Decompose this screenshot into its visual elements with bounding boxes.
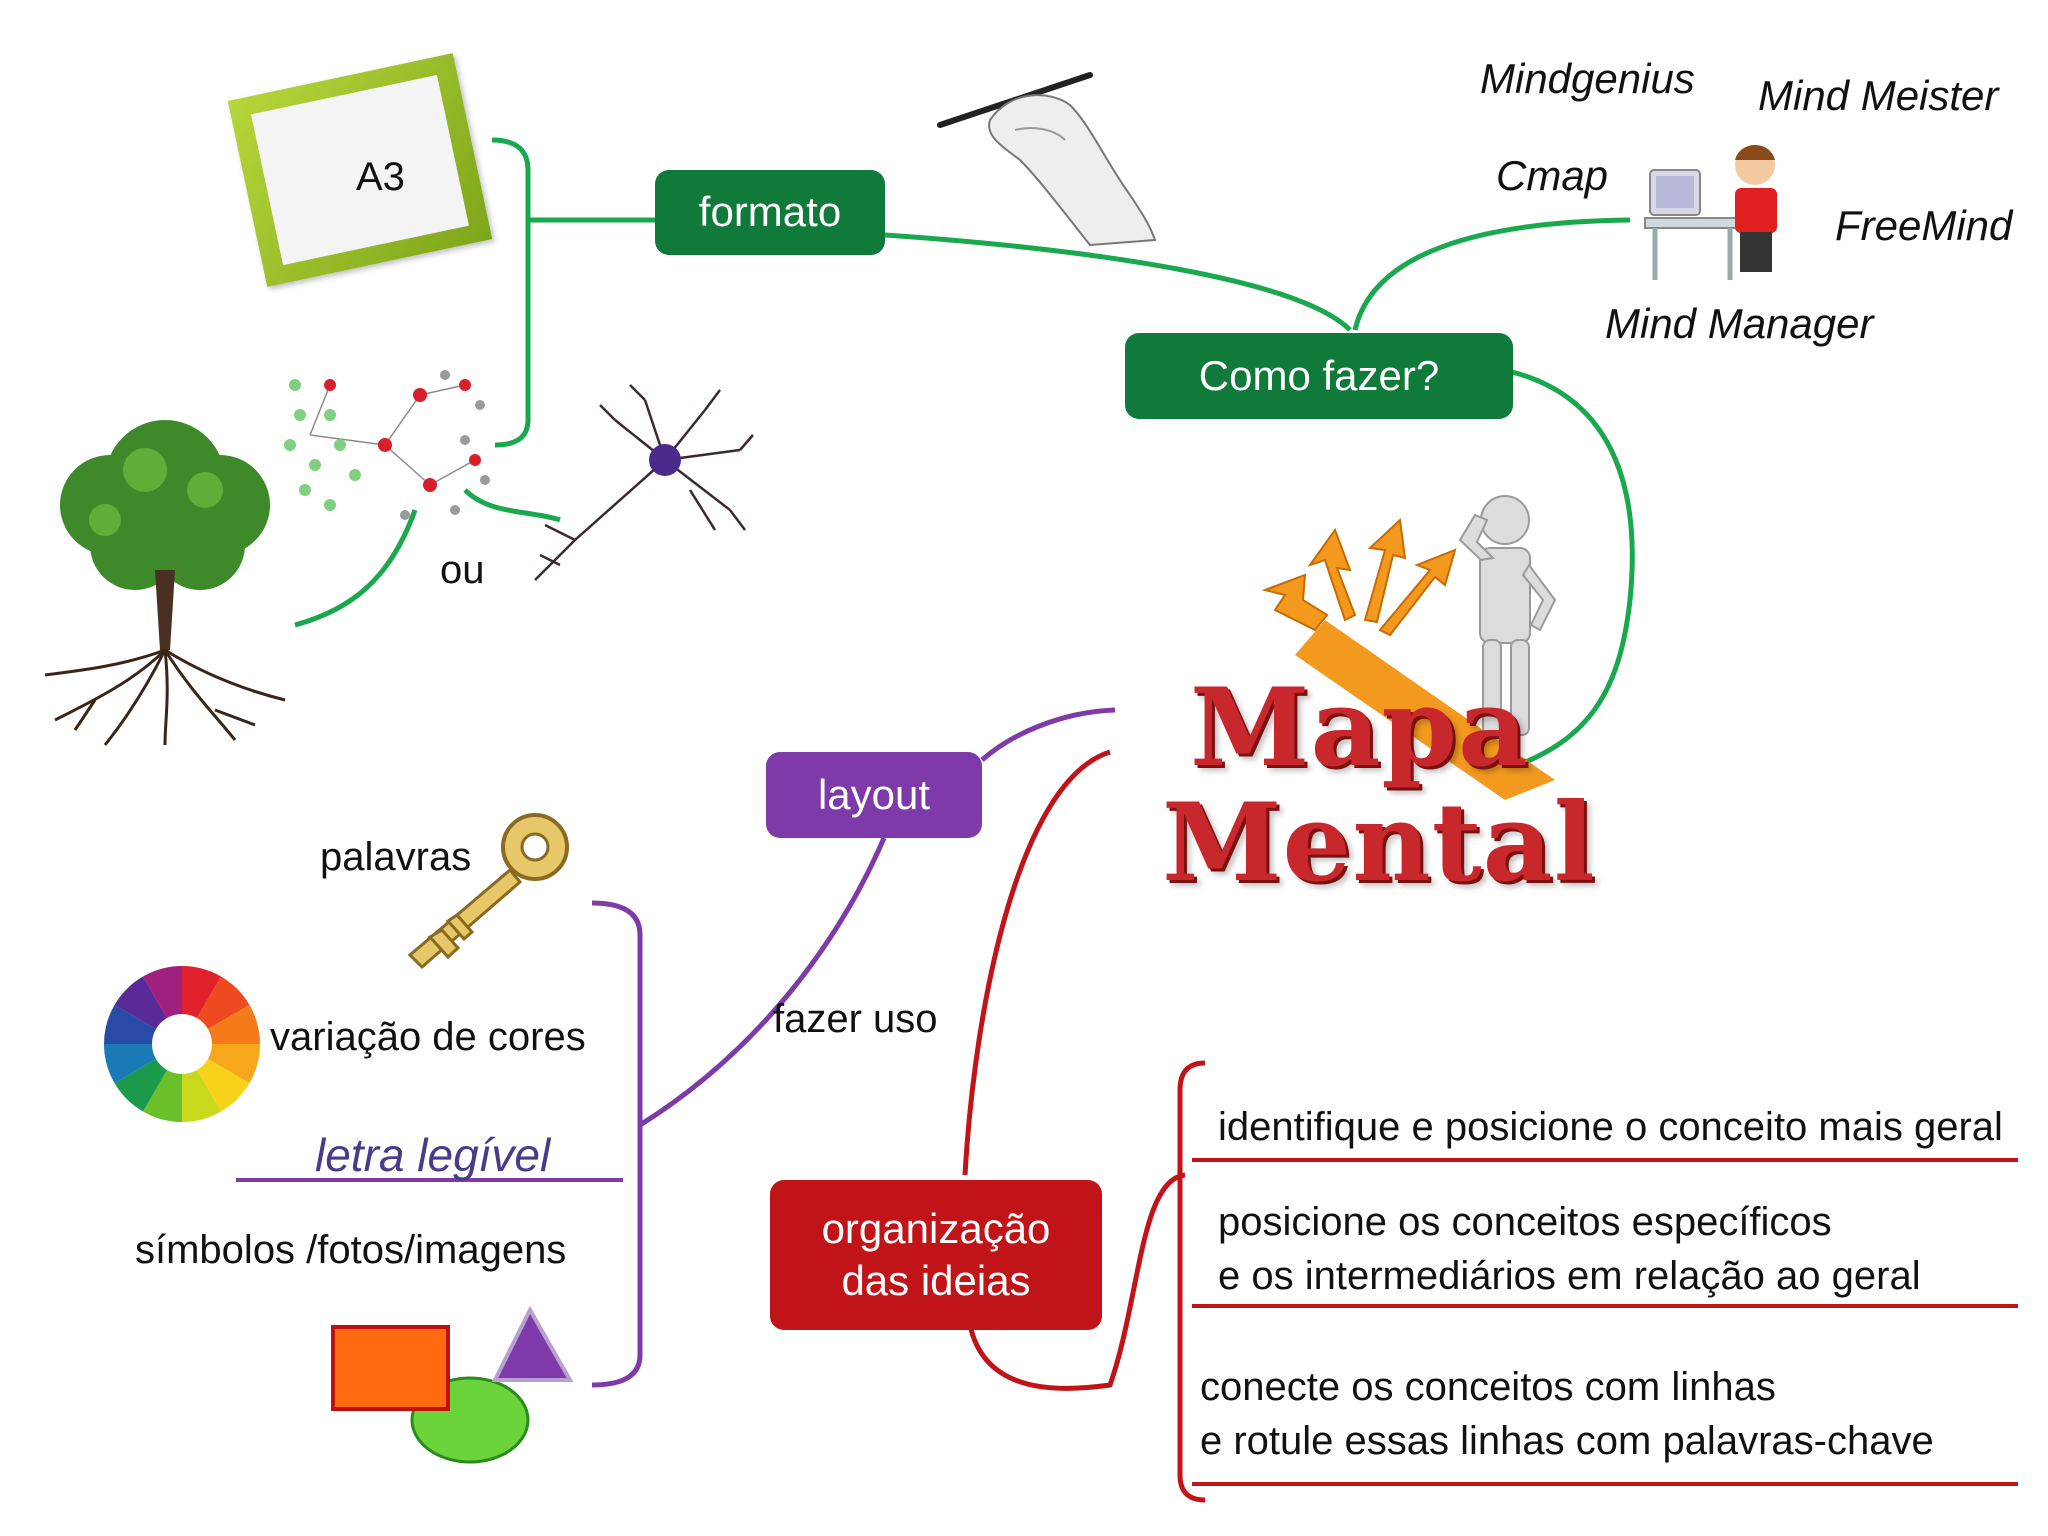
organizacao-label-line2: das ideias — [841, 1257, 1031, 1304]
org-item-2: posicione os conceitos específicos e os … — [1218, 1195, 1921, 1303]
tool-mind-meister: Mind Meister — [1758, 72, 1999, 119]
shapes-icon — [331, 1305, 574, 1464]
computer-user-icon — [1644, 145, 1777, 280]
hand-drawing-icon — [937, 72, 1157, 247]
org-item-2-line2: e os intermediários em relação ao geral — [1218, 1254, 1921, 1298]
org-item-2-line1: posicione os conceitos específicos — [1218, 1200, 1832, 1244]
organizacao-node[interactable]: organização das ideias — [770, 1180, 1102, 1330]
network-icon — [284, 370, 490, 520]
organizacao-label-line1: organização — [821, 1204, 1051, 1252]
fazer-uso-label: fazer uso — [773, 997, 938, 1041]
formato-node[interactable]: formato — [655, 170, 885, 255]
org-item-3-line1: conecte os conceitos com linhas — [1200, 1365, 1776, 1409]
org-item-3-line2: e rotule essas linhas com palavras-chave — [1200, 1419, 1934, 1463]
org-item-1: identifique e posicione o conceito mais … — [1218, 1100, 2003, 1154]
layout-node[interactable]: layout — [766, 752, 982, 838]
simbolos-label: símbolos /fotos/imagens — [135, 1228, 567, 1272]
org-item-3: conecte os conceitos com linhas e rotule… — [1200, 1360, 1934, 1468]
palavras-label: palavras — [320, 835, 472, 879]
letra-legivel-label: letra legível — [315, 1129, 551, 1181]
org-item-1-line1: identifique e posicione o conceito mais … — [1218, 1105, 2003, 1149]
tool-freemind: FreeMind — [1835, 202, 2013, 249]
tool-cmap: Cmap — [1496, 152, 1609, 199]
thinking-figure-icon — [1261, 495, 1557, 800]
a3-label: A3 — [356, 155, 405, 199]
title-line2: Mental — [1162, 780, 1596, 906]
cores-label: variação de cores — [270, 1015, 586, 1059]
tool-mind-manager: Mind Manager — [1605, 300, 1874, 347]
color-wheel-icon — [104, 966, 260, 1122]
tool-mindgenius: Mindgenius — [1480, 55, 1695, 102]
or-label: ou — [440, 548, 485, 592]
como-fazer-node[interactable]: Como fazer? — [1125, 333, 1513, 419]
title-line1: Mapa — [1190, 665, 1530, 791]
neuron-icon — [534, 384, 754, 581]
tree-icon — [44, 420, 286, 746]
key-icon — [407, 813, 569, 970]
